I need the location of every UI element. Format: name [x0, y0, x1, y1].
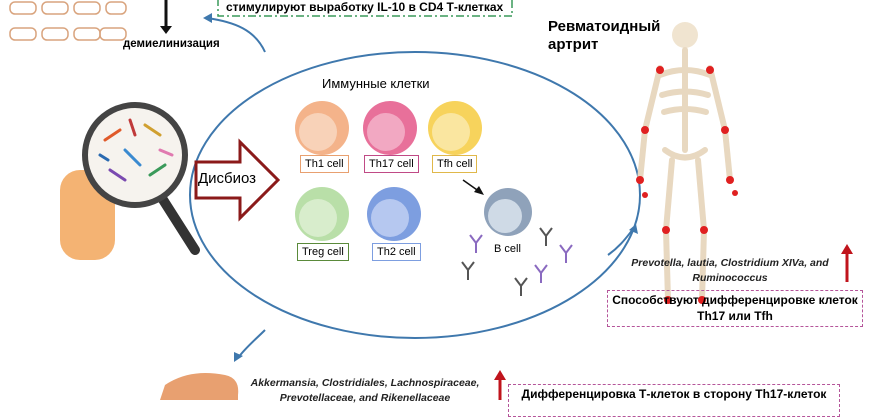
curved-arrow-icon: [607, 224, 638, 256]
cell-label-b: B cell: [494, 243, 521, 255]
ra-bacteria: Prevotella, lautia, Clostridium XIVa, an…: [631, 257, 829, 284]
cell-label-th17: Th17 cell: [364, 155, 419, 173]
cell-circles: [295, 101, 532, 241]
ra-title-line2: артрит: [548, 36, 599, 53]
increase-arrow-icon: [841, 244, 853, 282]
bottom-bacteria-line1: Akkermansia, Clostridiales, Lachnospirac…: [250, 377, 480, 389]
skeleton-icon: [637, 22, 733, 303]
bottom-bacteria-line2: Prevotellaceae, and Rikenellaceae: [279, 392, 451, 404]
ra-box: Способствуют дифференцировке клеток Th17…: [607, 290, 863, 327]
demyelination-label: демиелинизация: [123, 38, 220, 50]
bottom-box: Дифференцировка Т-клеток в сторону Th17-…: [508, 384, 840, 417]
down-arrow-icon: [160, 0, 172, 34]
ra-title-line1: Ревматоидный: [548, 18, 661, 35]
nerve-fiber-icon: [9, 1, 127, 41]
magnifier-microbiome-icon: [60, 102, 200, 260]
dysbiosis-arrow-icon: [194, 138, 281, 222]
top-box-border: [217, 0, 513, 17]
bottom-bacteria: Akkermansia, Clostridiales, Lachnospirac…: [245, 376, 485, 406]
cell-label-treg: Treg cell: [297, 243, 349, 261]
cell-label-th1: Th1 cell: [300, 155, 349, 173]
antibody-icons: [461, 227, 573, 296]
curved-arrow-icon: [203, 13, 266, 53]
immune-ellipse: [189, 51, 641, 339]
dysbiosis-label: Дисбиоз: [198, 170, 257, 187]
top-box-text: стимулируют выработку IL-10 в CD4 Т-клет…: [226, 0, 504, 14]
increase-arrow-icon: [494, 370, 506, 400]
cell-label-tfh: Tfh cell: [432, 155, 478, 173]
ra-title: Ревматоидный артрит: [548, 18, 660, 54]
pancreas-icon: [160, 372, 239, 400]
immune-cells-title: Иммунные клетки: [322, 76, 430, 91]
diagram-graphics: [9, 0, 853, 400]
curved-arrow-icon: [234, 329, 266, 362]
inflamed-joints: [636, 66, 738, 304]
arrow-icon: [462, 179, 484, 195]
cell-label-th2: Th2 cell: [372, 243, 421, 261]
